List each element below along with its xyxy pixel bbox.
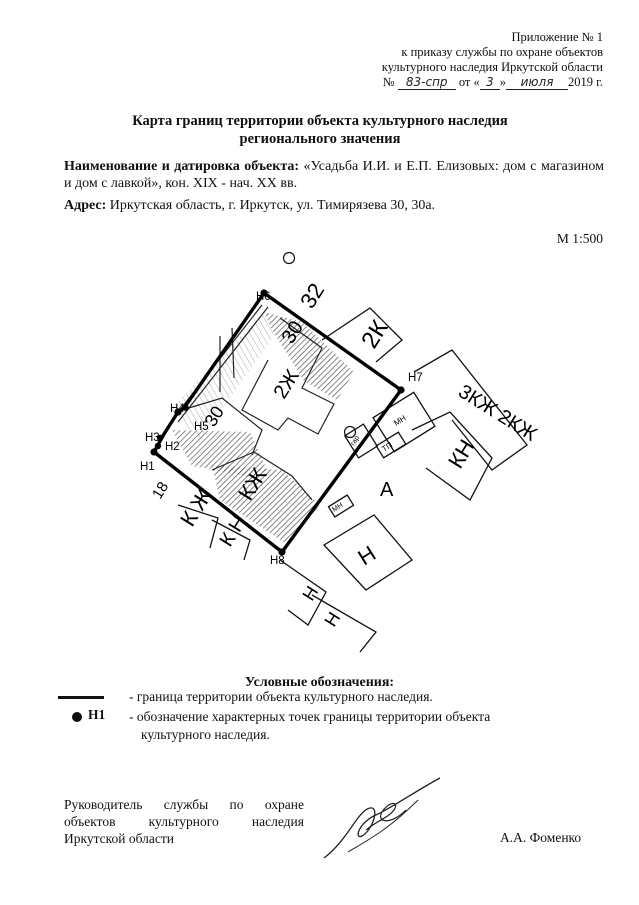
legend-boundary-line-symbol: [58, 696, 104, 699]
address-label: Адрес:: [64, 198, 107, 213]
label-n-big: Н: [353, 541, 380, 571]
order-no-label: №: [382, 75, 395, 89]
annex-line-3: культурного наследия Иркутской области: [381, 60, 603, 74]
building-mn2: [327, 494, 355, 518]
label-h2: Н2: [165, 441, 180, 453]
point-h6: [260, 289, 268, 297]
point-h2: [154, 442, 162, 450]
label-h7: Н7: [408, 372, 423, 384]
hatched-building-lower: [212, 465, 320, 545]
building-n-small: [279, 559, 327, 626]
building-n-big: [322, 514, 413, 591]
legend-point-symbol: [72, 712, 82, 722]
title-line-2: регионального значения: [239, 131, 401, 147]
signer-position: Руководитель службы по охране объектов к…: [64, 797, 304, 846]
point-h1: [150, 448, 158, 456]
object-text: «Усадьба И.И. и Е.П. Елизовых: дом с маг…: [64, 159, 605, 191]
label-kn: КН: [443, 435, 479, 473]
point-h8: [278, 548, 286, 556]
order-number: 83-спр: [397, 76, 456, 90]
point-h3: [156, 434, 164, 442]
object-address: Адрес: Иркутская область, г. Иркутск, ул…: [64, 197, 435, 214]
legend-point-label: Н1: [88, 707, 106, 722]
building-outline-2zh: [241, 317, 335, 435]
label-mn1: МН: [392, 413, 408, 427]
label-h4: Н4: [170, 403, 185, 415]
legend-point-description: - обозначение характерных точек границы …: [129, 708, 569, 744]
order-from-label: от «: [458, 75, 480, 89]
light-shaded-strip: [170, 312, 274, 440]
label-a: А: [380, 479, 394, 501]
label-h5: Н5: [194, 421, 209, 433]
order-month: июля: [506, 76, 569, 90]
map-scale: М 1:500: [556, 231, 603, 246]
tree-marker-mid: [343, 425, 357, 439]
legend-boundary-description: - граница территории объекта культурного…: [129, 689, 433, 704]
document-title: Карта границ территории объекта культурн…: [90, 112, 550, 148]
object-label: Наименование и датировка объекта:: [64, 159, 300, 174]
heritage-boundary-line: [152, 291, 403, 554]
signer-name: А.А. Фоменко: [500, 830, 582, 845]
label-h8: Н8: [270, 555, 285, 567]
building-tp: [375, 431, 407, 459]
label-gar: гар: [350, 435, 361, 447]
annex-line-2: к приказу службы по охране объектов: [401, 45, 603, 59]
label-h3: Н3: [145, 432, 160, 444]
legend-point-desc-line-2: культурного наследия.: [141, 727, 270, 742]
object-name: Наименование и датировка объекта: «Усадь…: [64, 158, 604, 192]
annex-line-1: Приложение № 1: [511, 30, 603, 44]
building-gar: [343, 423, 379, 459]
order-year: 2019 г.: [568, 75, 603, 89]
point-h5: [183, 405, 189, 411]
label-kn-left: К Н: [216, 512, 251, 551]
tree-marker-top: [282, 251, 296, 265]
building-outline-30left: [181, 397, 263, 456]
label-3kj-2kj: 3КЖ 2КЖ: [454, 381, 541, 447]
hatched-building-left: [172, 430, 267, 478]
building-kn-left: [211, 519, 251, 561]
hatched-building-upper: [264, 312, 354, 400]
label-mn2: МН: [331, 502, 344, 514]
label-h1: Н1: [140, 461, 155, 473]
label-2k: 2К: [356, 316, 393, 353]
label-32: 32: [295, 279, 329, 313]
order-day: 3: [479, 76, 500, 90]
legend-point-desc-line-1: - обозначение характерных точек границы …: [129, 709, 491, 724]
building-outline-kn: [411, 411, 493, 501]
building-kj-left: [177, 504, 219, 549]
building-outline-3kj: [413, 349, 528, 471]
label-18: 18: [149, 479, 172, 502]
title-line-1: Карта границ территории объекта культурн…: [132, 113, 508, 129]
building-n-small-2: [311, 594, 377, 653]
diagonal-wall-2: [177, 306, 269, 423]
label-kj-left: К Ж: [175, 484, 217, 531]
address-text: Иркутская область, г. Иркутск, ул. Тимир…: [109, 198, 436, 213]
label-n-small-1: Н: [298, 582, 322, 604]
legend-title: Условные обозначения:: [244, 675, 395, 690]
annex-header: Приложение № 1 к приказу службы по охран…: [283, 30, 603, 90]
order-quote-close: »: [499, 75, 507, 89]
label-h6: Н6: [256, 291, 271, 303]
building-mn1: [372, 391, 436, 453]
building-outline-2k: [321, 307, 403, 363]
point-h7: [397, 386, 405, 394]
point-h4: [174, 408, 182, 416]
building-outline-kj: [211, 451, 313, 501]
handwritten-signature: [323, 777, 441, 859]
